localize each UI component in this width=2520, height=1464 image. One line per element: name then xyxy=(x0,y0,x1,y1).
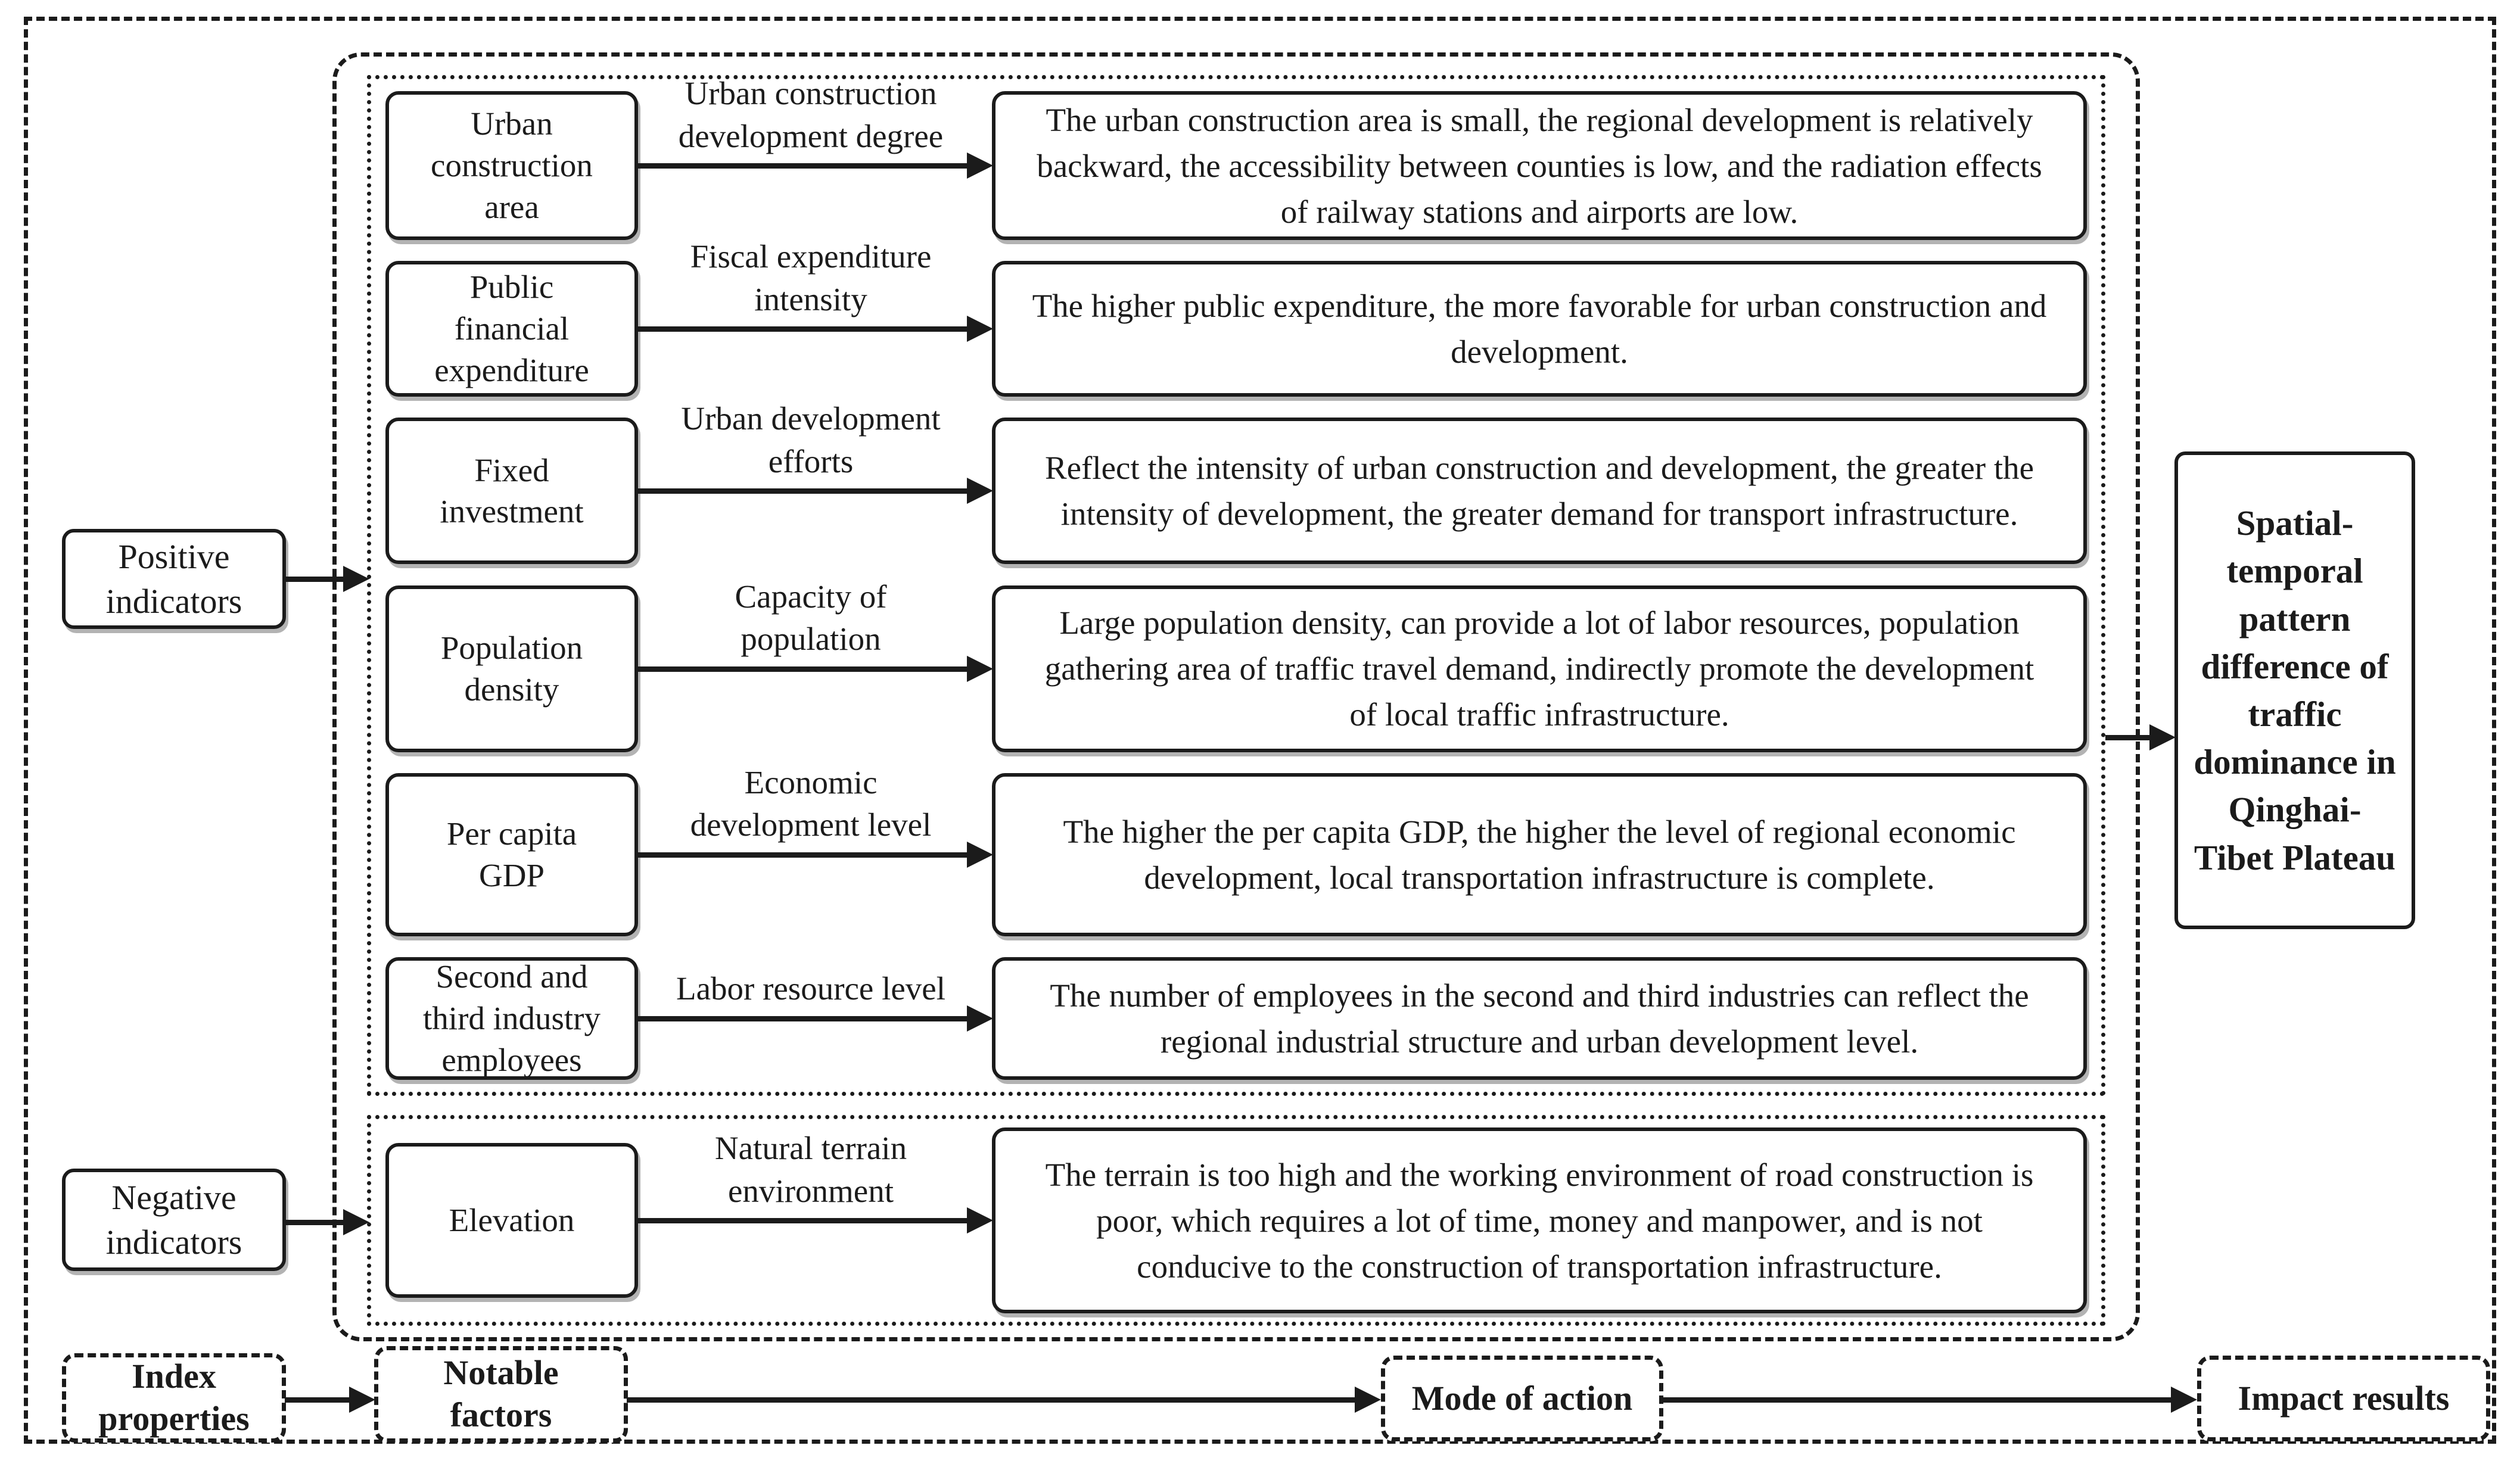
arrow-head xyxy=(967,1207,993,1234)
outcome-box: Spatial- temporal pattern difference of … xyxy=(2174,451,2415,929)
mode-label: Capacity of population xyxy=(735,578,887,658)
description-box: The number of employees in the second an… xyxy=(992,957,2087,1080)
arrow-head xyxy=(343,566,369,592)
indicator-box: Urban construction area xyxy=(385,91,638,240)
mode-label: Labor resource level xyxy=(676,970,945,1007)
factor-row-public-financial-expenditure: Public financial expenditure Fiscal expe… xyxy=(385,238,2087,397)
description-text: The urban construction area is small, th… xyxy=(1037,101,2042,230)
arrow-head xyxy=(967,152,993,179)
legend-notable-factors: Notable factors xyxy=(374,1346,628,1443)
legend-impact-results: Impact results xyxy=(2197,1356,2490,1441)
arrow-head xyxy=(349,1387,375,1413)
description-box: The higher the per capita GDP, the highe… xyxy=(992,773,2087,936)
factor-row-industry-employees: Second and third industry employees Labo… xyxy=(385,957,2087,1080)
indicator-box: Public financial expenditure xyxy=(385,261,638,397)
positive-indicators-box: Positive indicators xyxy=(62,529,286,629)
arrow-shaft xyxy=(636,163,973,169)
description-text: The higher public expenditure, the more … xyxy=(1032,288,2047,370)
indicator-label: Elevation xyxy=(449,1202,575,1239)
indicator-box: Per capita GDP xyxy=(385,773,638,936)
mode-label: Economic development level xyxy=(690,764,932,843)
arrow-shaft xyxy=(285,577,349,582)
mode-column: Natural terrain environment xyxy=(636,1127,993,1313)
arrow-shaft xyxy=(636,1016,973,1021)
indicator-label: Fixed investment xyxy=(440,451,584,530)
arrow-shaft xyxy=(636,1218,973,1223)
arrow-head xyxy=(967,655,993,682)
factor-row-urban-construction-area: Urban construction area Urban constructi… xyxy=(385,75,2087,240)
arrow-shaft xyxy=(285,1397,355,1403)
mode-column: Fiscal expenditure intensity xyxy=(636,238,993,397)
description-text: The number of employees in the second an… xyxy=(1050,977,2029,1060)
legend-mode-of-action: Mode of action xyxy=(1381,1356,1663,1441)
indicator-box: Fixed investment xyxy=(385,418,638,565)
negative-indicators-box: Negative indicators xyxy=(62,1169,286,1271)
arrow-head xyxy=(343,1209,369,1235)
arrow-shaft xyxy=(285,1220,349,1225)
description-text: The higher the per capita GDP, the highe… xyxy=(1063,813,2016,896)
indicator-label: Public financial expenditure xyxy=(434,269,589,389)
mode-column: Urban development efforts xyxy=(636,400,993,564)
factor-row-fixed-investment: Fixed investment Urban development effor… xyxy=(385,400,2087,565)
mode-label: Fiscal expenditure intensity xyxy=(690,238,932,317)
description-text: Reflect the intensity of urban construct… xyxy=(1044,450,2034,532)
description-text: Large population density, can provide a … xyxy=(1044,605,2034,733)
legend-index-properties: Index properties xyxy=(62,1353,286,1443)
factor-row-elevation: Elevation Natural terrain environment Th… xyxy=(385,1127,2087,1313)
arrow-head xyxy=(967,478,993,504)
negative-factors-group: Elevation Natural terrain environment Th… xyxy=(367,1115,2105,1326)
positive-factors-group: Urban construction area Urban constructi… xyxy=(367,75,2105,1096)
arrow-head xyxy=(2149,724,2176,750)
description-box: Reflect the intensity of urban construct… xyxy=(992,418,2087,565)
indicator-box: Elevation xyxy=(385,1143,638,1298)
mode-column: Capacity of population xyxy=(636,578,993,752)
arrow-shaft xyxy=(636,666,973,672)
indicator-box: Second and third industry employees xyxy=(385,957,638,1080)
outcome-text: Spatial- temporal pattern difference of … xyxy=(2194,503,2396,877)
description-box: The higher public expenditure, the more … xyxy=(992,261,2087,397)
legend-impact-results-label: Impact results xyxy=(2238,1378,2450,1418)
negative-indicators-label: Negative indicators xyxy=(105,1178,242,1261)
legend-mode-of-action-label: Mode of action xyxy=(1411,1378,1633,1418)
arrow-shaft xyxy=(636,326,973,332)
description-box: Large population density, can provide a … xyxy=(992,585,2087,752)
factor-row-per-capita-gdp: Per capita GDP Economic development leve… xyxy=(385,764,2087,936)
arrow-head xyxy=(967,316,993,342)
mode-column: Urban construction development degree xyxy=(636,75,993,240)
factor-row-population-density: Population density Capacity of populatio… xyxy=(385,578,2087,752)
outer-dashed-border xyxy=(24,17,2496,1444)
arrow-head xyxy=(967,841,993,868)
arrow-head xyxy=(967,1005,993,1032)
mode-column: Economic development level xyxy=(636,764,993,936)
arrow-head xyxy=(1355,1387,1381,1413)
arrow-shaft xyxy=(636,488,973,494)
arrow-shaft xyxy=(636,852,973,858)
description-text: The terrain is too high and the working … xyxy=(1045,1156,2034,1285)
mode-label: Urban development efforts xyxy=(681,400,941,479)
description-box: The urban construction area is small, th… xyxy=(992,91,2087,240)
arrow-shaft xyxy=(1662,1397,2177,1403)
arrow-shaft xyxy=(627,1397,1361,1403)
indicator-label: Second and third industry employees xyxy=(423,958,601,1078)
legend-index-properties-label: Index properties xyxy=(98,1357,250,1438)
arrow-head xyxy=(2171,1387,2197,1413)
description-box: The terrain is too high and the working … xyxy=(992,1127,2087,1313)
legend-notable-factors-label: Notable factors xyxy=(443,1353,559,1434)
notable-factors-dashed-container xyxy=(332,52,2140,1341)
mode-label: Natural terrain environment xyxy=(714,1130,907,1209)
arrow-shaft xyxy=(2105,735,2155,740)
mode-label: Urban construction development degree xyxy=(678,75,944,154)
indicator-label: Per capita GDP xyxy=(446,815,577,893)
indicator-label: Population density xyxy=(440,629,583,708)
indicator-box: Population density xyxy=(385,585,638,752)
positive-indicators-label: Positive indicators xyxy=(105,537,242,621)
indicator-label: Urban construction area xyxy=(431,105,593,225)
mode-column: Labor resource level xyxy=(636,957,993,1080)
